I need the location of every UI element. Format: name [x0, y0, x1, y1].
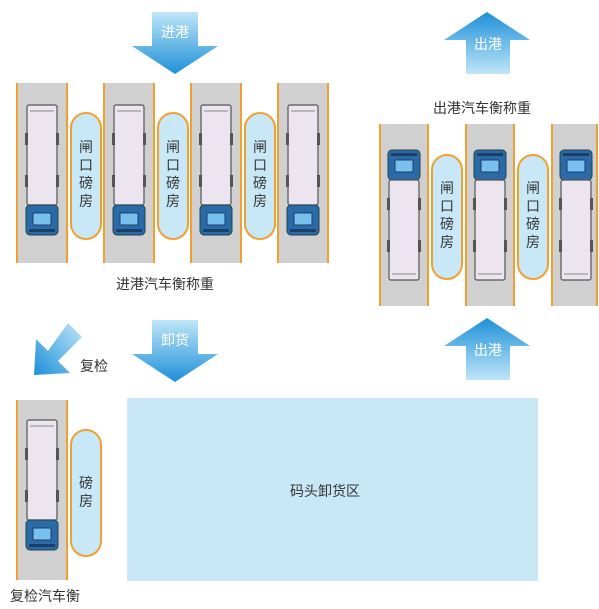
- truck-icon: [24, 104, 60, 236]
- inbound-arrow-label: 进港: [161, 25, 189, 41]
- outbound-arrow-top-label: 出港: [474, 37, 502, 53]
- down-arrow-icon: [132, 12, 218, 74]
- truck-icon: [386, 149, 422, 281]
- outbound-scale-group: [379, 124, 598, 306]
- inbound-gate-booth-1: [70, 112, 102, 240]
- dock-unloading-area: [127, 398, 538, 581]
- inbound-gate-booth-2: [157, 112, 189, 240]
- booth-label: 闸口磅房: [440, 181, 454, 251]
- recheck-scale-group: [16, 400, 102, 580]
- inbound-scale-group: [16, 83, 329, 263]
- outbound-gate-booth-1: [431, 154, 463, 280]
- outbound-scale-caption: 出港汽车衡称重: [433, 101, 531, 117]
- booth-label: 闸口磅房: [166, 140, 180, 210]
- booth-label: 闸口磅房: [526, 181, 540, 251]
- truck-icon: [558, 149, 594, 281]
- dock-unloading-area-label: 码头卸货区: [290, 484, 360, 500]
- up-arrow-icon: [444, 318, 530, 380]
- truck-icon: [24, 419, 60, 551]
- inbound-gate-booth-3: [244, 112, 276, 240]
- booth-label: 闸口磅房: [253, 140, 267, 210]
- inbound-scale-caption: 进港汽车衡称重: [116, 277, 214, 293]
- booth-label: 闸口磅房: [79, 140, 93, 210]
- truck-icon: [198, 104, 234, 236]
- booth-label: 磅房: [79, 476, 93, 510]
- truck-icon: [111, 104, 147, 236]
- truck-icon: [472, 149, 508, 281]
- recheck-arrow-label: 复检: [80, 359, 108, 375]
- truck-icon: [285, 104, 321, 236]
- outbound-gate-booth-2: [517, 154, 549, 280]
- down-left-arrow-icon: [34, 323, 82, 375]
- unload-arrow-label: 卸货: [161, 333, 189, 349]
- recheck-booth: [70, 429, 102, 557]
- up-arrow-icon: [444, 12, 530, 74]
- recheck-scale-caption: 复检汽车衡: [10, 589, 80, 605]
- down-arrow-icon: [132, 320, 218, 382]
- outbound-arrow-bottom-label: 出港: [474, 343, 502, 359]
